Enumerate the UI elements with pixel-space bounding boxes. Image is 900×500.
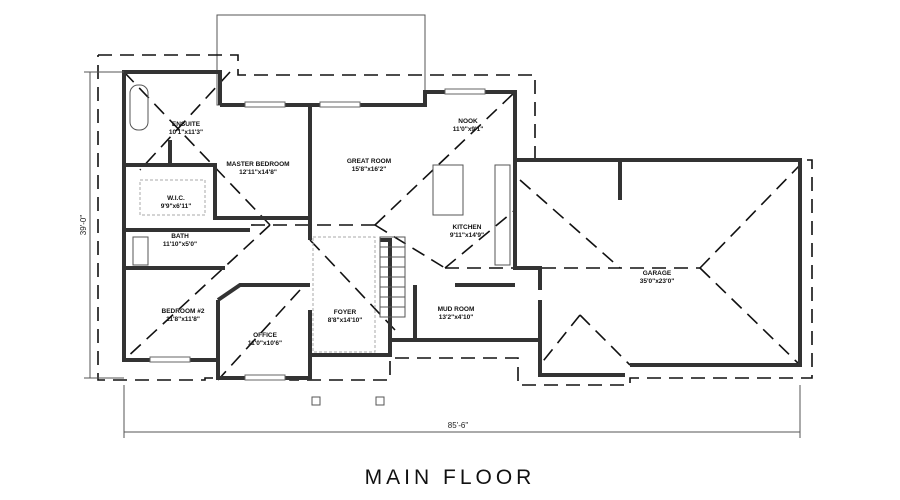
interior-walls: [124, 140, 622, 340]
kitchen-counter: [494, 164, 511, 266]
room-size: 9'11"x14'9": [450, 232, 484, 239]
depth-label: 39'-0": [79, 215, 88, 236]
staircase: [379, 236, 406, 318]
room-name: FOYER: [334, 309, 357, 316]
room-size: 11'0"x10'6": [248, 340, 282, 347]
room-name: MASTER BEDROOM: [226, 161, 289, 168]
foyer-open-to-above: [312, 236, 376, 353]
room-size: 10'1"x11'3": [169, 129, 203, 136]
room-name: GARAGE: [643, 270, 672, 277]
width-label: 85'-6": [448, 421, 469, 430]
window: [149, 356, 191, 363]
room-size: 9'9"x6'11": [161, 203, 192, 210]
wic-shelving: [139, 179, 206, 216]
window: [244, 101, 286, 108]
porch-post: [375, 396, 385, 406]
porch-post: [311, 396, 321, 406]
room-labels: ENSUITE 10'1"x11'3" MASTER BEDROOM 12'11…: [161, 118, 675, 347]
room-name: KITCHEN: [453, 224, 482, 231]
room-size: 11'0"x9'1": [453, 126, 484, 133]
room-name: W.I.C.: [167, 195, 185, 202]
room-size: 12'11"x14'8": [239, 169, 277, 176]
room-name: BATH: [171, 233, 189, 240]
room-name: ENSUITE: [172, 121, 201, 128]
room-name: MUD ROOM: [438, 306, 475, 313]
room-size: 15'8"x16'2": [352, 166, 387, 173]
bathtub: [129, 84, 149, 131]
room-name: OFFICE: [253, 332, 277, 339]
plan-title: MAIN FLOOR: [364, 466, 536, 489]
bath-tub: [132, 236, 149, 266]
room-name: NOOK: [458, 118, 478, 125]
rear-deck: [216, 14, 426, 106]
room-name: BEDROOM #2: [162, 308, 205, 315]
roof-outline: [97, 54, 813, 386]
room-size: 35'0"x23'0": [640, 278, 675, 285]
room-size: 8'8"x14'10": [328, 317, 363, 324]
window: [444, 88, 486, 95]
window: [244, 374, 286, 381]
room-size: 11'8"x11'8": [166, 316, 200, 323]
kitchen-island: [432, 164, 464, 216]
room-size: 11'10"x5'0": [163, 241, 197, 248]
room-name: GREAT ROOM: [347, 158, 391, 165]
dimension-width: 85'-6": [123, 385, 801, 438]
dimension-depth: 39'-0": [79, 71, 124, 379]
room-size: 13'2"x4'10": [439, 314, 474, 321]
window: [319, 101, 361, 108]
